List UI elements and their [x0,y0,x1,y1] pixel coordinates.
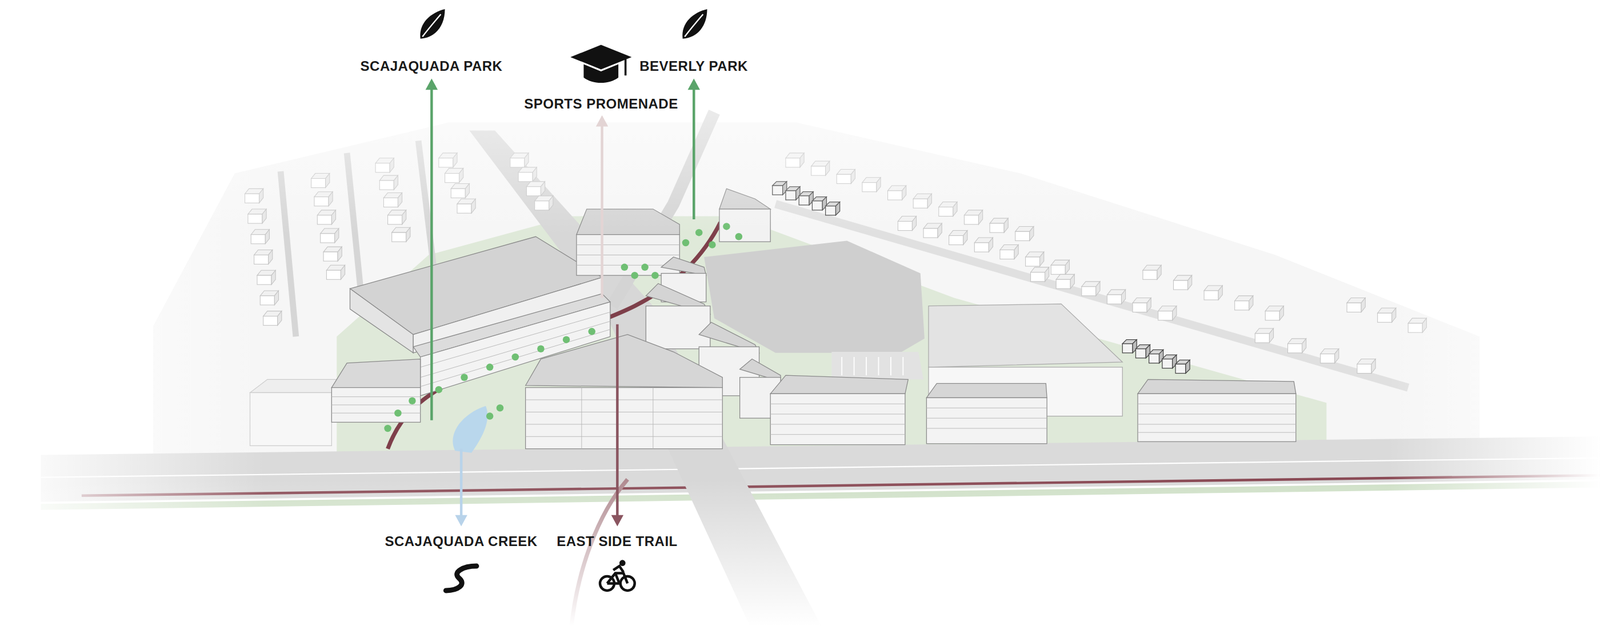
leaf-icon [682,9,707,39]
creek-icon [445,566,477,591]
connection-arrows [425,78,700,527]
graduation-cap-icon [570,45,632,84]
destination-label: SCAJAQUADA CREEK [384,534,538,550]
destination-label: EAST SIDE TRAIL [556,534,678,550]
destination-label: SCAJAQUADA PARK [360,58,503,74]
destination-label: SPORTS PROMENADE [524,96,678,112]
trees [384,222,743,432]
creek [452,406,488,454]
bike-icon [600,560,635,591]
leaf-icon [420,9,445,39]
destination-label: BEVERLY PARK [639,58,748,74]
